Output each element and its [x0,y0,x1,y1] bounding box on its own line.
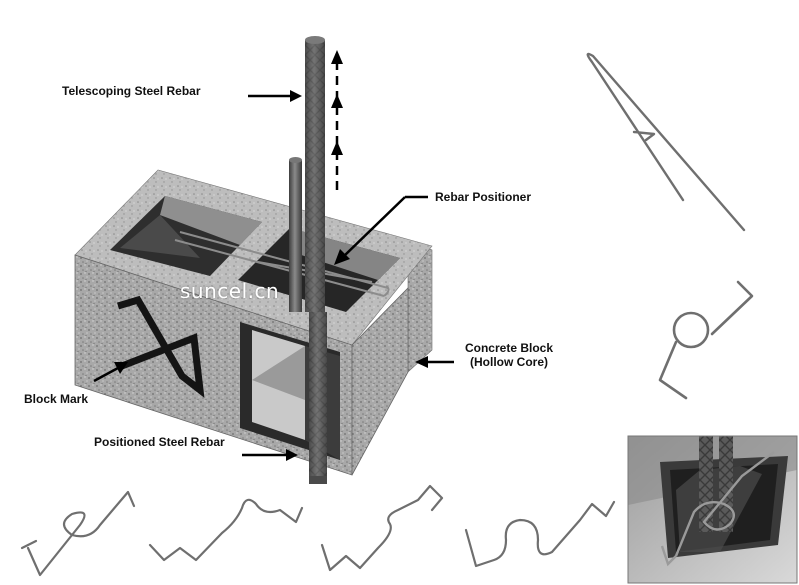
arrow-to-rebar-positioner [334,195,428,265]
arrow-to-telescoping-rebar [248,90,302,102]
arrow-to-block-mark [93,362,128,383]
arrow-to-positioned-rebar [242,449,298,461]
rebar-positioner-wire [174,231,390,297]
label-rebar-positioner: Rebar Positioner [435,190,532,204]
label-concrete-block-line2: (Hollow Core) [470,355,548,369]
watermark: suncel.cn [180,279,280,303]
label-positioned-steel-rebar: Positioned Steel Rebar [94,435,225,449]
loop-positioner-illustration [658,280,754,400]
positioned-steel-rebar [309,312,327,484]
zigzag-wire-1 [20,490,136,577]
installed-positioner-photo [627,435,798,584]
block-mark [116,295,205,398]
zigzag-wire-3 [320,484,444,572]
label-block-mark: Block Mark [24,392,89,406]
telescoping-steel-rebar [305,36,325,312]
label-concrete-block: Concrete Block (Hollow Core) [454,341,564,369]
concrete-block [74,169,433,476]
hairpin-positioner-illustration [586,52,746,232]
label-concrete-block-line1: Concrete Block [464,341,554,355]
zigzag-wire-4 [464,500,616,568]
zigzag-wire-2 [148,498,304,562]
label-telescoping-steel-rebar: Telescoping Steel Rebar [62,84,201,98]
up-dashed-arrow-icon [331,50,343,190]
short-rebar [289,157,302,312]
arrow-to-concrete-block [415,356,454,368]
